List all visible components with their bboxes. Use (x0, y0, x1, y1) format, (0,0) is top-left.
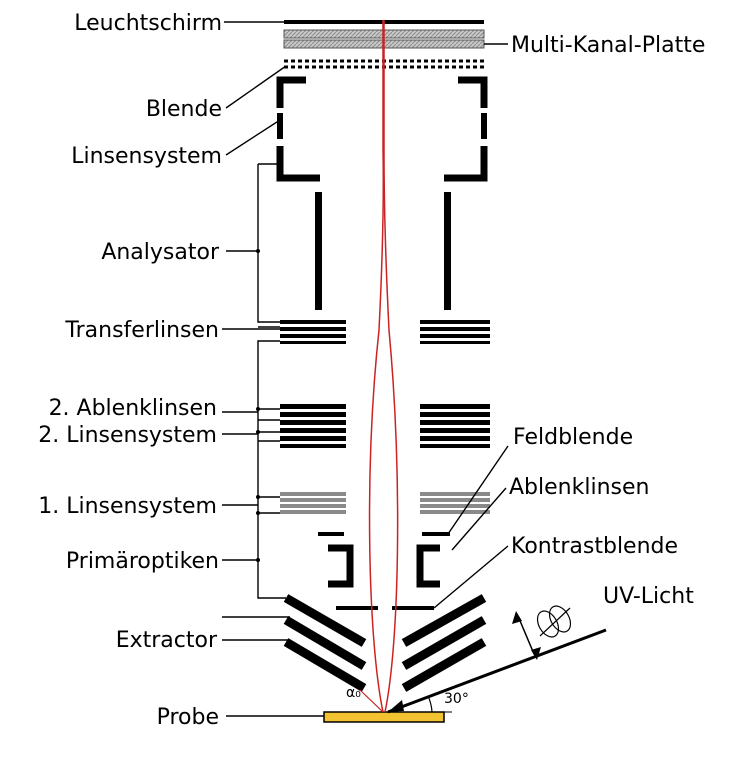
linsensystem-mid-left (277, 113, 283, 139)
extractor-left (283, 594, 367, 692)
uv-polarization-arrowhead-top (512, 611, 522, 624)
label-linsensystem-2: 2. Linsensystem (38, 423, 217, 448)
angle-label: 30° (444, 691, 469, 707)
label-extractor: Extractor (116, 628, 218, 653)
label-ablenklinsen-2: 2. Ablenklinsen (49, 396, 217, 421)
ablenklinsen-2-left (280, 404, 346, 448)
extractor-right (401, 594, 487, 692)
lens-wiring (257, 163, 286, 599)
feldblende-right (422, 532, 450, 536)
angle-arc (427, 695, 433, 713)
kontrastblende-left (336, 606, 378, 610)
label-uv-licht: UV-Licht (603, 584, 694, 609)
linsensystem-1-right (420, 492, 490, 514)
label-feldblende: Feldblende (513, 425, 633, 450)
electron-beam-outer (368, 20, 385, 713)
alpha0-label: α₀ (346, 685, 361, 701)
analysator-left (315, 192, 322, 310)
label-leuchtschirm: Leuchtschirm (74, 11, 222, 36)
label-primaeroptiken: Primäroptiken (66, 549, 219, 574)
analysator-right (444, 192, 451, 310)
transferlinsen-right (420, 320, 490, 344)
uv-light-beam (387, 628, 607, 714)
uv-polarization-icon (536, 605, 572, 638)
uv-beam-arrowhead (388, 700, 404, 712)
wiring-dots (256, 249, 260, 562)
uv-polarization-arrow (517, 615, 535, 655)
label-transferlinsen: Transferlinsen (64, 318, 219, 343)
transferlinsen-left (280, 320, 346, 344)
ablenklinsen-2-right (420, 404, 490, 448)
linsensystem-upper-left (276, 76, 306, 108)
label-linsensystem-1: 1. Linsensystem (38, 494, 217, 519)
linsensystem-lower-right (444, 146, 488, 182)
primaeroptiken-left (328, 544, 354, 588)
linsensystem-upper-right (458, 76, 488, 108)
electron-beam-inner (383, 20, 399, 713)
feldblende-left (318, 532, 344, 536)
label-multi-kanal-platte: Multi-Kanal-Platte (511, 33, 705, 58)
label-probe: Probe (157, 705, 219, 730)
label-blende: Blende (146, 97, 222, 122)
linsensystem-mid-right (481, 113, 487, 139)
label-linsensystem: Linsensystem (71, 144, 222, 169)
leader-lines-left (222, 21, 324, 717)
uv-polarization-arrowhead-bottom (531, 647, 541, 660)
linsensystem-1-left (280, 492, 346, 514)
label-analysator: Analysator (101, 240, 220, 265)
label-kontrastblende: Kontrastblende (511, 534, 678, 559)
label-ablenklinsen: Ablenklinsen (509, 475, 649, 500)
primaeroptiken-right (416, 544, 440, 588)
linsensystem-lower-left (276, 146, 320, 182)
probe-sample (323, 711, 445, 723)
kontrastblende-right (392, 606, 434, 610)
electron-beam-left-cone (359, 689, 384, 713)
leader-lines-right (433, 43, 509, 609)
